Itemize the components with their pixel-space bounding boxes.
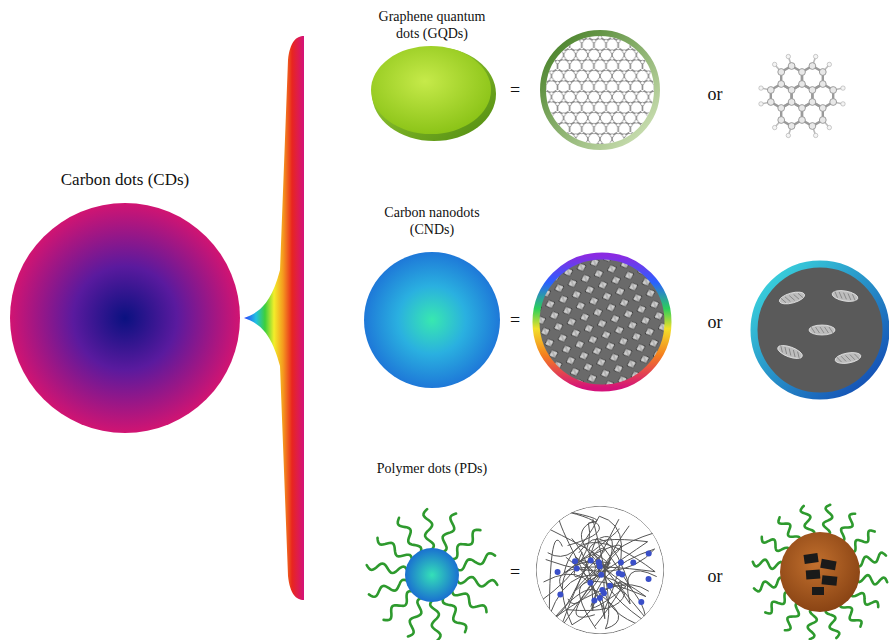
or-word: or: [704, 566, 726, 586]
polymer-chains: [367, 509, 498, 640]
gqd-ring: [543, 33, 657, 147]
amorphous-core: [754, 264, 886, 396]
or-word: or: [704, 312, 726, 332]
polymer-network-ground: [535, 505, 665, 635]
cnd-rainbow-ring: [536, 256, 668, 388]
gqd-disc: [371, 46, 491, 134]
carbon-dot-type: Carbon nanodots (CNDs): [352, 204, 512, 390]
carbonized-core: [780, 532, 860, 612]
polymer-network: [536, 506, 664, 634]
graphitic-sheets: [776, 289, 862, 365]
equals-sign: =: [504, 562, 526, 582]
type-heading: Carbon dots (CDs): [20, 170, 230, 190]
coronene-molecule: [759, 54, 845, 137]
carbon-dot-type: Carbon dots (CDs): [20, 170, 230, 435]
or-word: or: [704, 84, 726, 104]
equals-sign: =: [504, 80, 526, 100]
carbon-dot-type: Polymer dots (PDs): [352, 460, 512, 640]
diamond-lattice: [530, 250, 675, 395]
type-heading: Graphene quantum dots (GQDs): [367, 8, 497, 42]
core-crystallites: [804, 553, 838, 595]
carbon-dot-disc: [10, 203, 240, 433]
equals-sign: =: [504, 310, 526, 330]
type-heading: Carbon nanodots (CNDs): [367, 204, 497, 238]
cnd-disc: [364, 252, 500, 388]
pd-core: [405, 548, 459, 602]
gqd-disc-rim: [372, 47, 496, 141]
carbon-dot-type: Graphene quantum dots (GQDs): [352, 8, 512, 140]
polymer-chains: [753, 505, 887, 639]
rainbow-bracket: [244, 36, 304, 600]
graphene-lattice: [540, 30, 660, 150]
type-heading: Polymer dots (PDs): [367, 460, 497, 477]
